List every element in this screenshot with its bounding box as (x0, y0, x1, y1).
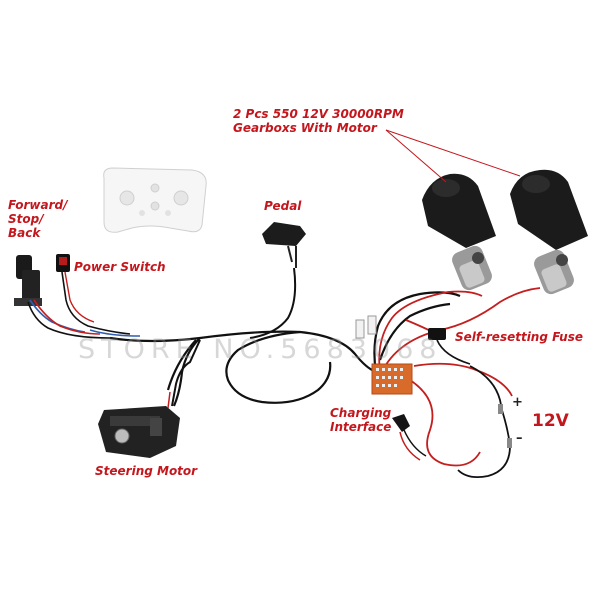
fuse (428, 328, 471, 365)
charging-label-line1: Charging (330, 406, 392, 420)
charging-label-line2: Interface (330, 420, 392, 434)
watermark: STORE NO.5683068 (78, 334, 443, 365)
main-harness (109, 291, 461, 407)
charging-port (392, 414, 427, 461)
remote-controller (103, 167, 207, 233)
gearbox-motor-right (510, 169, 588, 295)
power-switch-label: Power Switch (74, 260, 166, 274)
minus-sign: – (516, 431, 523, 446)
fuse-label: Self-resetting Fuse (455, 330, 583, 344)
voltage-label: 12V (532, 411, 569, 431)
gearbox-motor-left (422, 173, 496, 291)
direction-label-forward: Forward/ (8, 198, 68, 212)
control-board (355, 315, 413, 395)
battery-leads (457, 365, 512, 479)
direction-switch (14, 255, 111, 339)
label-pointers (385, 129, 521, 183)
steering-motor-label: Steering Motor (95, 464, 198, 478)
gearbox-label: 2 Pcs 550 12V 30000RPM Gearboxs With Mot… (233, 107, 404, 135)
pedal (249, 222, 306, 339)
direction-label-stop: Stop/ (8, 212, 44, 226)
steering-motor (98, 339, 201, 458)
gearbox-label-line1: 2 Pcs 550 12V 30000RPM (233, 107, 404, 121)
power-switch (56, 254, 131, 335)
direction-label: Forward/ Stop/ Back (8, 198, 68, 240)
charging-label: Charging Interface (330, 406, 391, 434)
blue-wires (89, 329, 141, 337)
gearbox-label-line2: Gearboxs With Motor (233, 121, 377, 135)
plus-sign: + (512, 395, 523, 410)
direction-label-back: Back (8, 226, 41, 240)
pedal-label: Pedal (264, 199, 302, 213)
